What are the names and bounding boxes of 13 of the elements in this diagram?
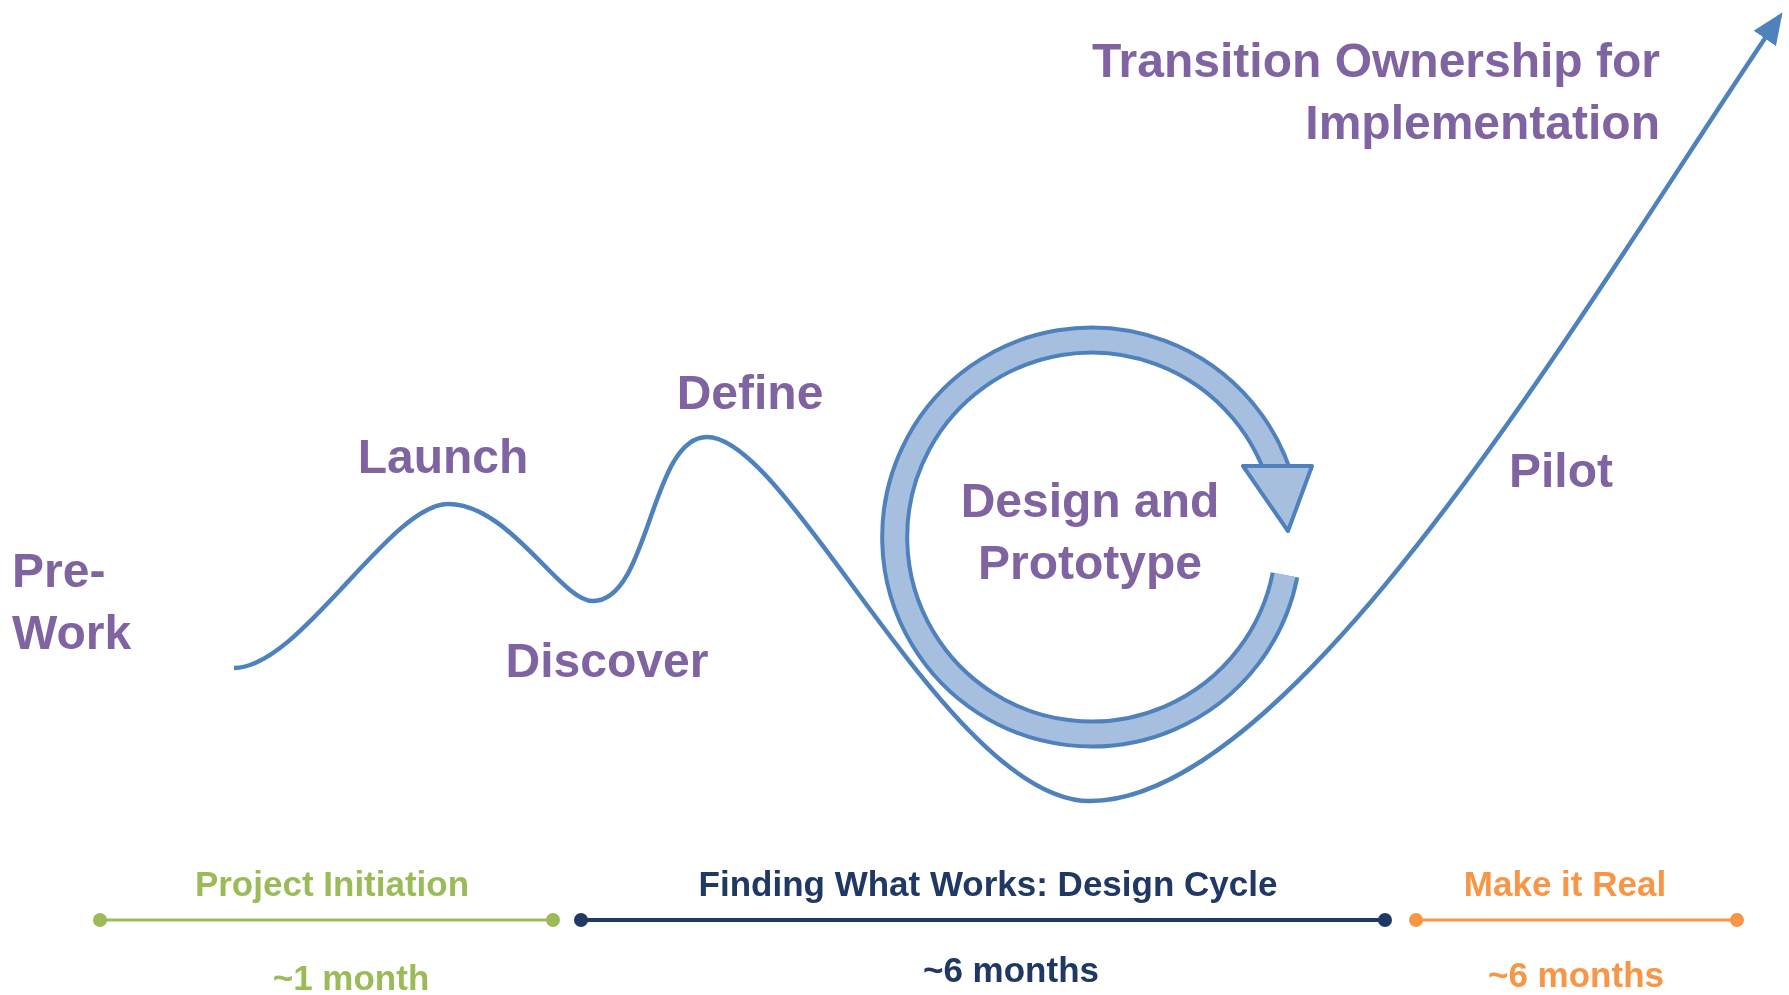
stage-label: Pilot	[1509, 443, 1613, 499]
duration-label: ~1 month	[272, 957, 430, 995]
stage-label: Pre-Work	[12, 543, 133, 662]
phase-title: Make it Real	[1463, 863, 1667, 905]
duration-label: ~6 months	[923, 949, 1099, 991]
stage-label: Transition Ownership for Implementation	[1090, 33, 1660, 152]
phase-title: Project Initiation	[194, 863, 470, 905]
stage-label: Discover	[505, 633, 709, 689]
stage-label: Launch	[357, 429, 529, 485]
stage-label: Define	[676, 365, 824, 421]
duration-label: ~6 months	[1488, 954, 1664, 995]
stage-label: Design and Prototype	[959, 473, 1221, 592]
phase-title: Finding What Works: Design Cycle	[698, 863, 1278, 905]
